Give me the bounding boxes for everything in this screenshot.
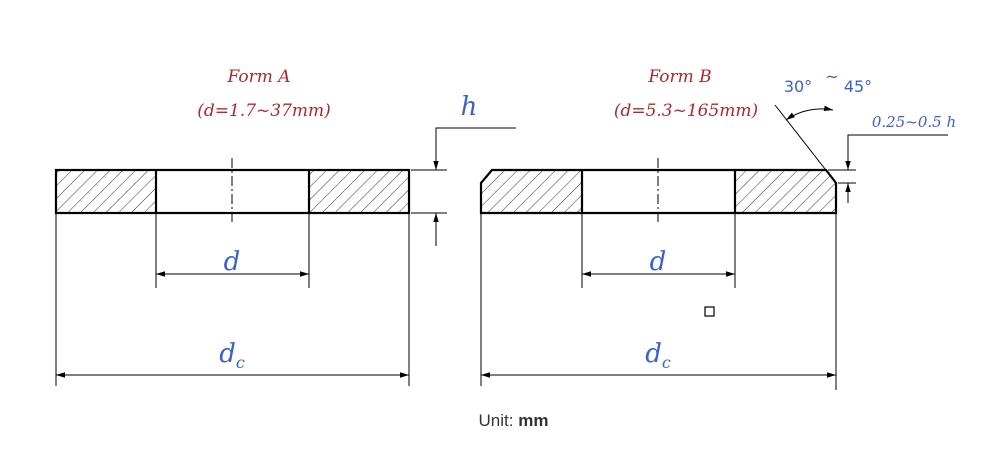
unit-label: Unit: [478, 411, 514, 430]
form-a-label-h: h [461, 92, 478, 122]
form-a: Form A (d=1.7~37mm) h d [54, 67, 516, 386]
form-b-right-section [735, 170, 836, 213]
form-a-left-section [56, 170, 156, 213]
form-a-label-dc-main: d [219, 339, 236, 369]
form-b-angle-low: 30° [784, 77, 812, 96]
form-b-angle-tilde: ~ [825, 67, 838, 86]
form-b-d-dimension [581, 213, 736, 288]
form-b-label-dc-main: d [645, 339, 662, 369]
form-b-label-dc-sub: c [662, 353, 671, 372]
form-b: Form B (d=5.3~165mm) 30° ~ 45° 0.25~0.5 [479, 67, 956, 390]
form-a-h-dimension [411, 127, 516, 246]
form-b-angle-high: 45° [844, 77, 872, 96]
form-b-chamfer-dimension [828, 134, 948, 203]
form-b-label-dc: dc [645, 339, 671, 372]
form-a-right-section [309, 170, 409, 213]
form-a-range: (d=1.7~37mm) [197, 101, 331, 121]
form-b-dc-dimension [480, 213, 836, 386]
form-b-chamfer-label: 0.25~0.5 h [872, 113, 956, 131]
form-a-label-dc: dc [219, 339, 245, 372]
form-a-d-dimension [155, 213, 310, 288]
form-b-range: (d=5.3~165mm) [614, 101, 758, 121]
unit-value: mm [518, 411, 549, 430]
form-a-label-dc-sub: c [236, 353, 245, 372]
form-a-label-d: d [224, 247, 241, 277]
small-square-marker [704, 306, 715, 317]
form-b-title: Form B [647, 67, 711, 87]
form-b-label-d: d [650, 247, 667, 277]
form-a-title: Form A [226, 67, 290, 87]
unit-caption: Unit: mm [0, 411, 992, 431]
form-a-dc-dimension [55, 213, 410, 386]
form-b-chamfer-angle [774, 104, 837, 390]
form-b-left-section [481, 170, 582, 213]
